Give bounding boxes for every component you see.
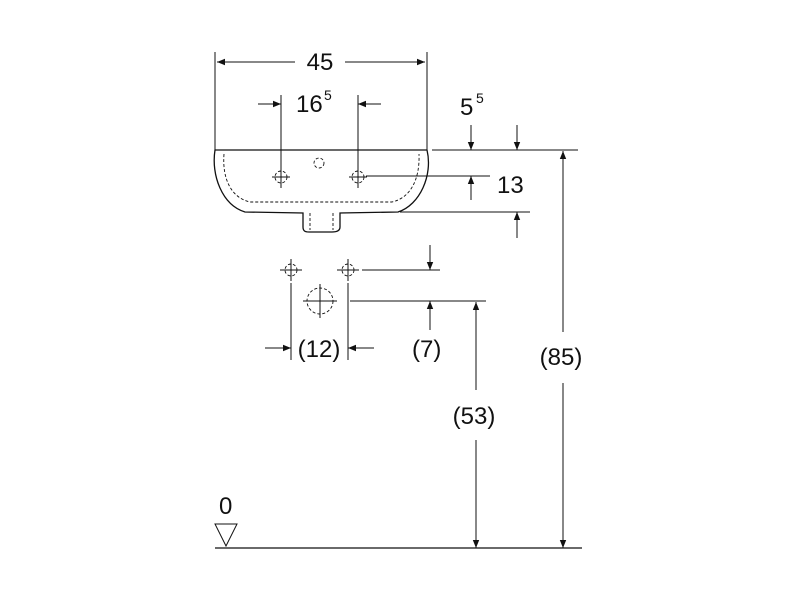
width-dimension: 45 — [214, 49, 428, 150]
overflow-hole — [313, 157, 325, 169]
tap-spacing-label: 16 — [296, 91, 323, 118]
tap-hole-right — [349, 168, 367, 186]
washbasin-outline — [213, 149, 430, 233]
waste-spacing-label: (12) — [298, 336, 341, 363]
rim-offset-superscript: 5 — [476, 90, 484, 106]
waste-spacing-dimension: (12) — [265, 283, 374, 363]
tap-spacing-dimension: 16 5 — [258, 87, 381, 188]
waste-height-dimension: (53) — [453, 302, 496, 548]
depth-dimension: 13 — [366, 149, 578, 238]
floor-reference: 0 — [214, 493, 582, 549]
supply-point-right — [337, 259, 359, 281]
waste-height-label: (53) — [453, 403, 496, 430]
waste-outlet — [303, 284, 337, 318]
waste-offset-label: (7) — [412, 336, 441, 363]
depth-label: 13 — [497, 172, 524, 199]
floor-label: 0 — [219, 493, 232, 520]
tap-spacing-superscript: 5 — [324, 87, 332, 103]
floor-level-triangle-icon — [214, 523, 238, 548]
supply-point-left — [280, 259, 302, 281]
total-height-dimension: (85) — [540, 151, 583, 548]
rim-offset-dimension: 5 5 — [460, 90, 521, 150]
rim-offset-label: 5 — [460, 94, 473, 121]
width-label: 45 — [307, 49, 334, 76]
total-height-label: (85) — [540, 344, 583, 371]
tap-hole-left — [272, 168, 290, 186]
